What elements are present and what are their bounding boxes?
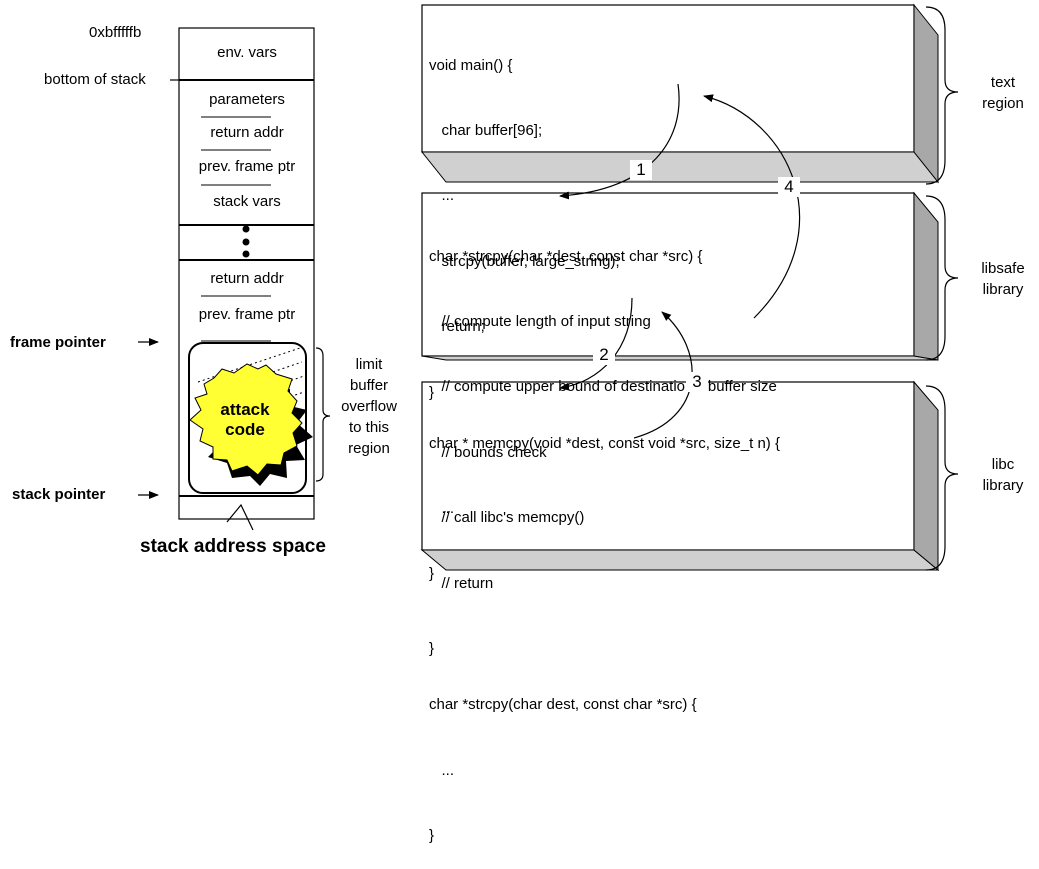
attack-code-line-2: code — [225, 420, 265, 439]
call-step-1-label: 1 — [630, 160, 652, 180]
stack-caption: stack address space — [140, 536, 326, 557]
top-address-label: 0xbfffffb — [89, 24, 142, 41]
stack-segment-stack-vars: stack vars — [213, 193, 281, 210]
bottom-of-stack-label: bottom of stack — [44, 71, 146, 88]
libsafe-library-label: libsafe library — [970, 258, 1036, 300]
code-line: ... — [429, 499, 455, 517]
limit-note-line-5: region — [348, 440, 390, 457]
code-line: } — [429, 565, 435, 583]
stack-segment-env-vars: env. vars — [217, 44, 277, 61]
libc-region-panel — [420, 380, 959, 572]
stack-column — [138, 27, 331, 531]
text-region-panel — [420, 3, 959, 185]
text-region-label: text region — [970, 72, 1036, 114]
attack-starburst-shape — [189, 363, 303, 476]
code-line — [429, 629, 780, 651]
attack-code-label: attack code — [207, 400, 283, 440]
code-line: } — [429, 383, 435, 401]
diagram-canvas — [138, 3, 959, 572]
code-line: // bounds check — [429, 443, 547, 461]
call-step-2-label: 2 — [593, 345, 615, 365]
text-region-code: void main() { char buffer[96]; ... strcp… — [429, 11, 620, 425]
code-line: char *strcpy(char *dest, const char *src… — [429, 247, 703, 265]
frame-pointer-label: frame pointer — [10, 334, 106, 351]
limit-note-line-4: to this — [348, 419, 390, 436]
code-line: // compute upper bound of destination's … — [429, 378, 777, 396]
stack-segment-return-addr: return addr — [210, 124, 284, 141]
code-line: strcpy(buffer, large_string); — [429, 252, 620, 270]
libc-label-line-1: libc — [991, 456, 1015, 473]
stack-pointer-label: stack pointer — [12, 486, 106, 503]
attack-code-line-1: attack — [220, 400, 270, 419]
code-line: char buffer[96]; — [429, 121, 543, 139]
limit-note-line-1: limit — [355, 356, 383, 373]
libc-region-code: char * memcpy(void *dest, const void *sr… — [429, 389, 780, 869]
libsafe-region-panel — [421, 191, 959, 361]
code-line: char *strcpy(char dest, const char *src)… — [429, 696, 697, 714]
libc-label-line-2: library — [982, 477, 1024, 494]
code-line: char * memcpy(void *dest, const void *sr… — [429, 434, 780, 452]
code-line: ... — [429, 187, 455, 205]
limit-buffer-note: limit buffer overflow to this region — [334, 354, 404, 459]
text-region-label-line-2: region — [982, 95, 1024, 112]
text-region-label-line-1: text — [990, 74, 1016, 91]
call-step-4-label: 4 — [778, 177, 800, 197]
code-line: void main() { — [429, 56, 513, 74]
code-line: } — [429, 826, 435, 844]
limit-note-line-3: overflow — [341, 398, 397, 415]
stack-segment-parameters: parameters — [209, 91, 285, 108]
stack-segment-return-addr-2: return addr — [210, 270, 284, 287]
stack-segment-prev-frame-ptr: prev. frame ptr — [198, 158, 296, 175]
code-line: return; — [429, 318, 485, 336]
arrow-1-line — [559, 83, 680, 200]
code-line: // call libc's memcpy() — [429, 509, 585, 527]
limit-note-line-2: buffer — [349, 377, 389, 394]
libsafe-label-line-1: libsafe — [981, 260, 1025, 277]
code-line: // compute length of input string — [429, 312, 651, 330]
call-step-3-label: 3 — [686, 372, 708, 392]
libsafe-label-line-2: library — [982, 281, 1024, 298]
stack-segment-prev-frame-ptr-2: prev. frame ptr — [198, 306, 296, 323]
libc-library-label: libc library — [970, 454, 1036, 496]
code-line: ... — [429, 761, 455, 779]
